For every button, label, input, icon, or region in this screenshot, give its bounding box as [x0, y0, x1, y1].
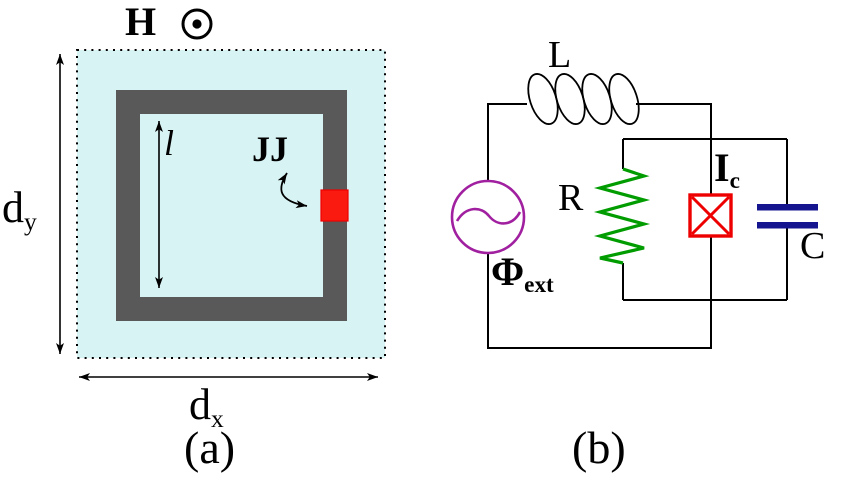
circuit-wires [487, 103, 788, 349]
flux-source-sine-icon [455, 207, 522, 225]
height-dimension-label: dy [2, 183, 37, 236]
capacitor-plates [757, 204, 818, 229]
junction-cross-icon [690, 195, 731, 236]
capacitor-top-plate [757, 204, 818, 211]
inner-length-label: l [164, 123, 175, 163]
resistor-zigzag [593, 167, 651, 265]
jj-pointer-arrow [277, 172, 308, 209]
junction-label: JJ [252, 129, 288, 169]
junction-box [688, 193, 733, 238]
capacitor-label: C [800, 225, 826, 267]
panel-b-caption: (b) [572, 422, 626, 473]
capacitor-bottom-plate [757, 222, 818, 229]
width-dimension-label: dx [189, 380, 224, 433]
josephson-junction-marker [320, 189, 349, 222]
critical-current-label: Ic [714, 145, 740, 194]
flux-label: Φext [491, 249, 554, 298]
field-direction-icon [181, 8, 213, 40]
inductor-coil [527, 73, 640, 125]
panel-a-caption: (a) [184, 422, 236, 473]
field-label: H [125, 0, 157, 44]
inductor-label: L [548, 34, 572, 76]
resistor-label: R [558, 177, 584, 219]
flux-source [450, 179, 526, 255]
